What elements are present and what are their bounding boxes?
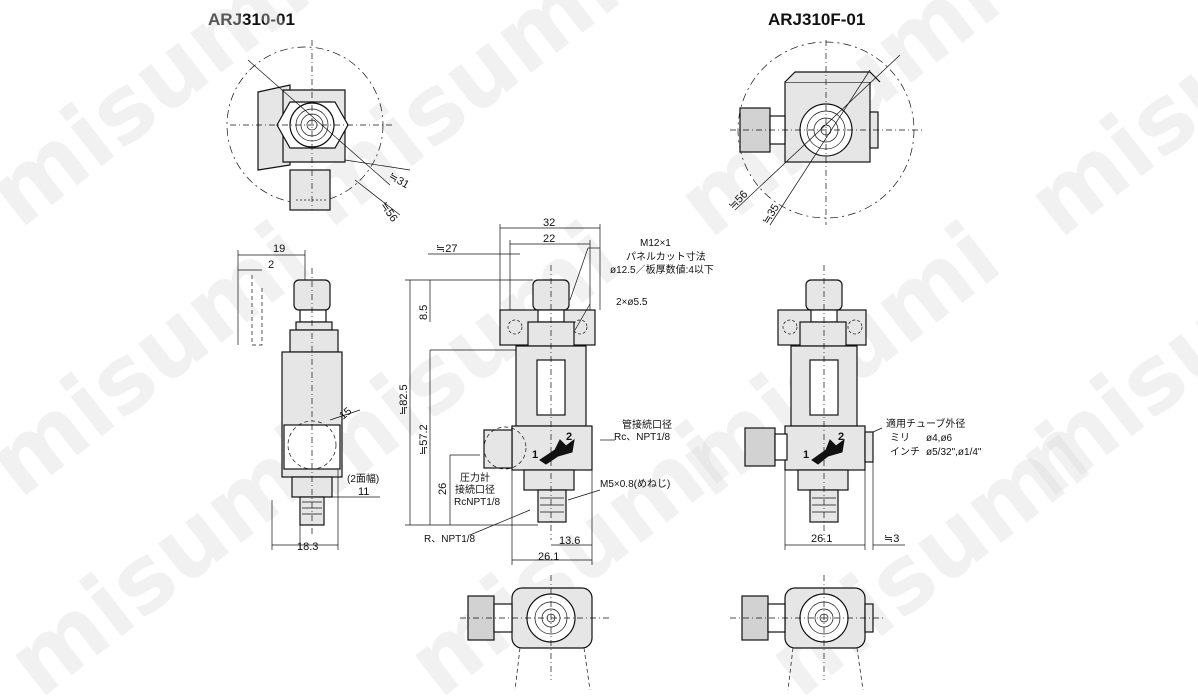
dim-13-6: 13.6: [559, 535, 580, 547]
top-view-right: [730, 40, 925, 226]
side-view-left: [237, 250, 380, 550]
note-r-npt: R、NPT1/8: [424, 534, 476, 545]
note-tube-inch-value: ø5/32",ø1/4": [926, 447, 982, 458]
note-gauge-2: 接続口径: [455, 483, 495, 496]
dim-57-2: ≒57.2: [418, 424, 430, 455]
front-view-middle: [405, 224, 615, 565]
port-in-right: 1: [803, 449, 809, 461]
note-m5: M5×0.8(めねじ): [600, 478, 670, 490]
top-view-left: [226, 40, 411, 216]
port-in-mid: 1: [532, 449, 538, 461]
bottom-view-left: [460, 575, 610, 691]
note-gauge-1: 圧力計: [460, 471, 490, 484]
note-tube-title: 適用チューブ外径: [886, 417, 965, 430]
dim-26: 26: [437, 483, 449, 495]
note-m12-1: M12×1: [640, 238, 671, 249]
note-m12-3: ø12.5／板厚数値:4以下: [610, 263, 714, 276]
note-m12-2: パネルカット寸法: [626, 250, 706, 263]
note-tube-mm-value: ø4,ø6: [926, 433, 953, 444]
port-out-mid: 2: [566, 431, 572, 443]
dim-19: 19: [273, 243, 285, 255]
dim-3: ≒3: [884, 533, 899, 545]
watermark-4: misumi: [1008, 0, 1198, 257]
dim-26-1-right: 26.1: [811, 533, 832, 545]
bottom-view-right: [730, 575, 885, 691]
title-arj310f-01: ARJ310F-01: [768, 10, 866, 29]
note-gauge-3: RcNPT1/8: [454, 497, 501, 508]
note-pipe-2: Rc、NPT1/8: [614, 432, 671, 443]
dim-2: 2: [268, 259, 274, 271]
dim-26-1-mid: 26.1: [538, 551, 559, 563]
dim-18-3: 18.3: [297, 541, 318, 553]
note-pipe-1: 管接続口径: [622, 418, 672, 431]
title-arj310-01: ARJ310-01: [208, 10, 295, 29]
dim-27: ≒27: [436, 243, 457, 255]
dim-82-5: ≒82.5: [398, 384, 410, 415]
front-view-right: [744, 265, 905, 550]
note-tube-inch-label: インチ: [890, 446, 920, 458]
note-tube-mm-label: ミリ: [890, 433, 910, 444]
dim-22: 22: [543, 233, 555, 245]
note-holes: 2×ø5.5: [616, 297, 648, 308]
note-flats: (2面幅): [347, 472, 379, 485]
port-out-right: 2: [838, 431, 844, 443]
dim-11: 11: [358, 486, 369, 498]
dim-32: 32: [543, 217, 555, 229]
dim-8-5: 8.5: [418, 305, 430, 320]
